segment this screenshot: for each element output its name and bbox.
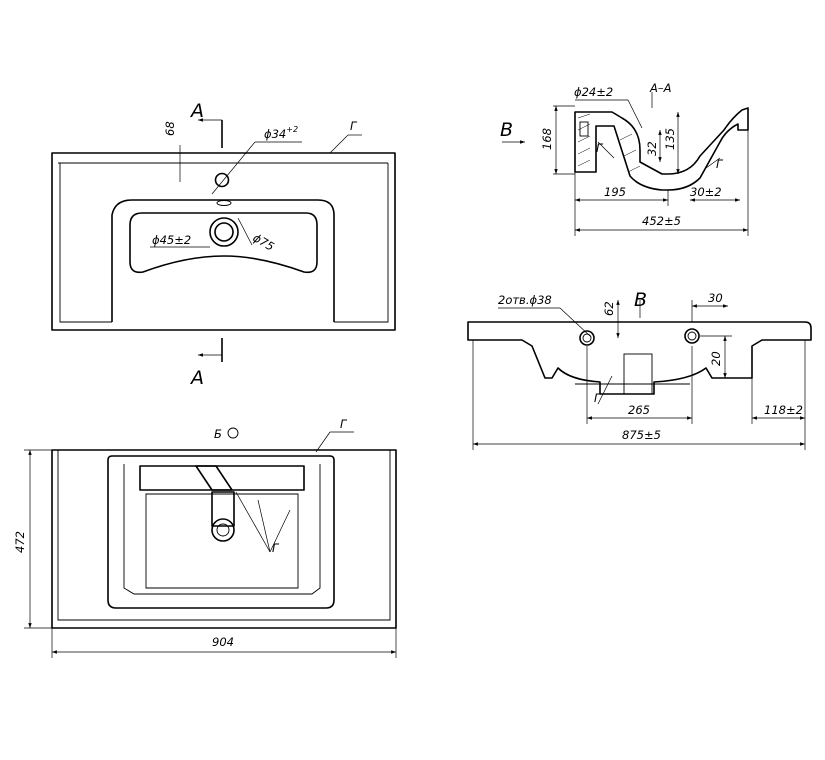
dim-holes: 2отв.ϕ38 [498, 293, 552, 307]
leader-g-top: Г [350, 119, 358, 133]
side-hole-right-inner [687, 331, 697, 341]
g-leader-b1 [235, 491, 271, 553]
section-title: А–А [649, 81, 672, 95]
dim-drain: ϕ45±2 [152, 233, 191, 247]
overflow-hole [579, 121, 589, 137]
faucet-hole [214, 172, 230, 188]
holes-leader [559, 307, 591, 337]
drain-outer-ring [209, 217, 239, 247]
g-leader-side [597, 375, 613, 405]
top-basin [129, 212, 318, 274]
g-leader-b3 [269, 509, 291, 553]
bottom-panel-body [145, 493, 299, 589]
g-leader-bottom-top [315, 431, 331, 453]
section-mark-top: А [189, 100, 204, 122]
leader-g-section-1: Г [596, 141, 604, 155]
bottom-drain-outer [211, 518, 235, 542]
bottom-drain-pipe [211, 491, 235, 527]
leader-g-section-2: Г [716, 157, 724, 171]
view-b-circle [227, 427, 239, 439]
dim-265: 265 [628, 403, 650, 417]
bottom-drain-inner [216, 523, 230, 537]
g-leader-2 [705, 157, 721, 169]
bottom-outline [51, 449, 397, 629]
side-view: 2отв.ϕ38 62 В 30 20 265 118±2 875±5 Г [467, 289, 812, 450]
dim-62: 62 [602, 301, 616, 316]
g-leader-b2 [257, 499, 271, 553]
section-profile [574, 107, 749, 191]
dim-30-side: 30 [708, 291, 723, 305]
side-profile [467, 321, 812, 395]
bottom-bowl-inner [123, 464, 321, 595]
dim-30: 30±2 [690, 185, 722, 199]
g-leader-top [329, 134, 349, 154]
view-mark-b-side: В [634, 289, 647, 311]
bottom-panel-top [139, 465, 305, 491]
g-leader-1 [597, 141, 615, 159]
top-outline [51, 152, 396, 331]
dim-20: 20 [709, 351, 723, 366]
top-rim-inner [58, 162, 389, 323]
side-hole-left-inner [582, 333, 592, 343]
dim-452: 452±5 [642, 214, 681, 228]
side-hole-left [579, 330, 595, 346]
dim-118: 118±2 [764, 403, 803, 417]
drain-outer-leader [237, 217, 253, 246]
top-bowl-outline [111, 199, 335, 322]
view-mark-b-bottom: Б [214, 427, 222, 441]
dim-168: 168 [540, 128, 554, 150]
dim-135: 135 [663, 128, 677, 150]
bottom-rim-inner [57, 450, 391, 621]
top-view: А А 68 ϕ34+2 Г ϕ45±2 ϕ75 [51, 100, 396, 389]
view-mark-b: В [500, 119, 513, 141]
dim-drain-outer: ϕ75 [251, 230, 277, 253]
section-hatch [577, 113, 641, 173]
side-drain-pipe [623, 353, 653, 395]
faucet-leader [211, 141, 256, 195]
bottom-overflow-channel [195, 465, 233, 491]
overflow-leader-2 [627, 99, 643, 129]
dim-32: 32 [645, 141, 659, 156]
dim-472: 472 [13, 531, 27, 553]
leader-g-bottom-top: Г [340, 417, 348, 431]
side-hole-right [684, 328, 700, 344]
dim-overflow: ϕ24±2 [574, 85, 613, 99]
dim-904: 904 [212, 635, 234, 649]
dim-68: 68 [163, 121, 177, 136]
dim-875: 875±5 [622, 428, 661, 442]
overflow-slot [216, 200, 232, 206]
leader-g-bottom: Г [272, 541, 280, 555]
bottom-bowl-outline [107, 455, 335, 609]
leader-g-side: Г [594, 391, 602, 405]
bottom-view: Б Г Г 472 904 [13, 417, 397, 658]
dim-faucet-hole: ϕ34+2 [264, 125, 298, 141]
section-mark-bottom: А [189, 367, 204, 389]
dim-195: 195 [604, 185, 626, 199]
drain-inner-ring [214, 222, 234, 242]
section-view: В А–А ϕ24±2 168 135 32 195 30±2 452±5 Г … [500, 81, 749, 236]
